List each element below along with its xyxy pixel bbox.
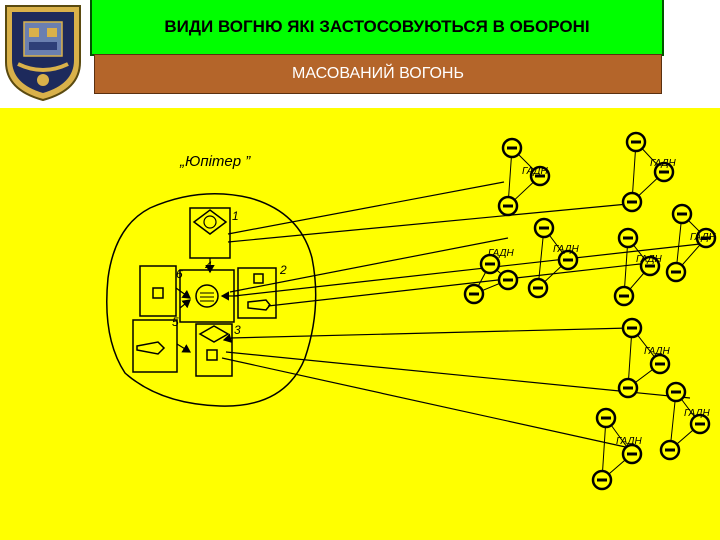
battery-gadn-7	[617, 317, 671, 399]
battery-gadn-1	[497, 137, 551, 217]
gadn-label: ГАДН	[553, 244, 579, 255]
signal-label: „Юпітер ”	[179, 153, 251, 170]
post-5	[132, 319, 178, 373]
post-3	[195, 323, 233, 377]
defense-area-outline	[106, 193, 317, 407]
battery-gadn-5	[613, 227, 661, 307]
fire-direction-lines	[221, 181, 701, 449]
shield-emblem-icon	[5, 5, 81, 102]
battery-gadn-3	[463, 253, 519, 305]
post-1	[189, 207, 231, 259]
position-number-6: 6	[176, 267, 183, 281]
post-2	[237, 267, 277, 319]
massed-fire-diagram: „Юпітер ” ГАДН ГАДН ГАДН ГАДН ГАДН ГАДН …	[106, 131, 717, 491]
gadn-label: ГАДН	[488, 248, 514, 259]
gadn-label: ГАДН	[690, 232, 716, 243]
position-number-2: 2	[279, 263, 287, 277]
subtitle-banner: МАСОВАНИЙ ВОГОНЬ	[94, 54, 662, 94]
battery-gadn-6	[665, 203, 717, 283]
position-number-1: 1	[232, 209, 239, 223]
command-arrows	[175, 258, 238, 353]
position-number-4: 4	[205, 259, 212, 273]
post-6	[139, 265, 177, 317]
battery-gadn-9	[591, 407, 643, 491]
battery-gadn-8	[659, 381, 711, 461]
page-subtitle: МАСОВАНИЙ ВОГОНЬ	[292, 65, 464, 82]
battery-gadn-2	[621, 131, 675, 213]
page-title: ВИДИ ВОГНЮ ЯКІ ЗАСТОСОВУЮТЬСЯ В ОБОРОНІ	[164, 17, 590, 36]
battery-gadn-4	[527, 217, 579, 299]
position-number-3: 3	[234, 323, 241, 337]
gadn-label: ГАДН	[684, 408, 710, 419]
gadn-label: ГАДН	[644, 346, 670, 357]
title-banner: ВИДИ ВОГНЮ ЯКІ ЗАСТОСОВУЮТЬСЯ В ОБОРОНІ	[90, 0, 664, 56]
gadn-label: ГАДН	[616, 436, 642, 447]
gadn-label: ГАДН	[636, 254, 662, 265]
gadn-label: ГАДН	[650, 158, 676, 169]
position-number-5: 5	[172, 315, 179, 329]
gadn-label: ГАДН	[522, 166, 548, 177]
